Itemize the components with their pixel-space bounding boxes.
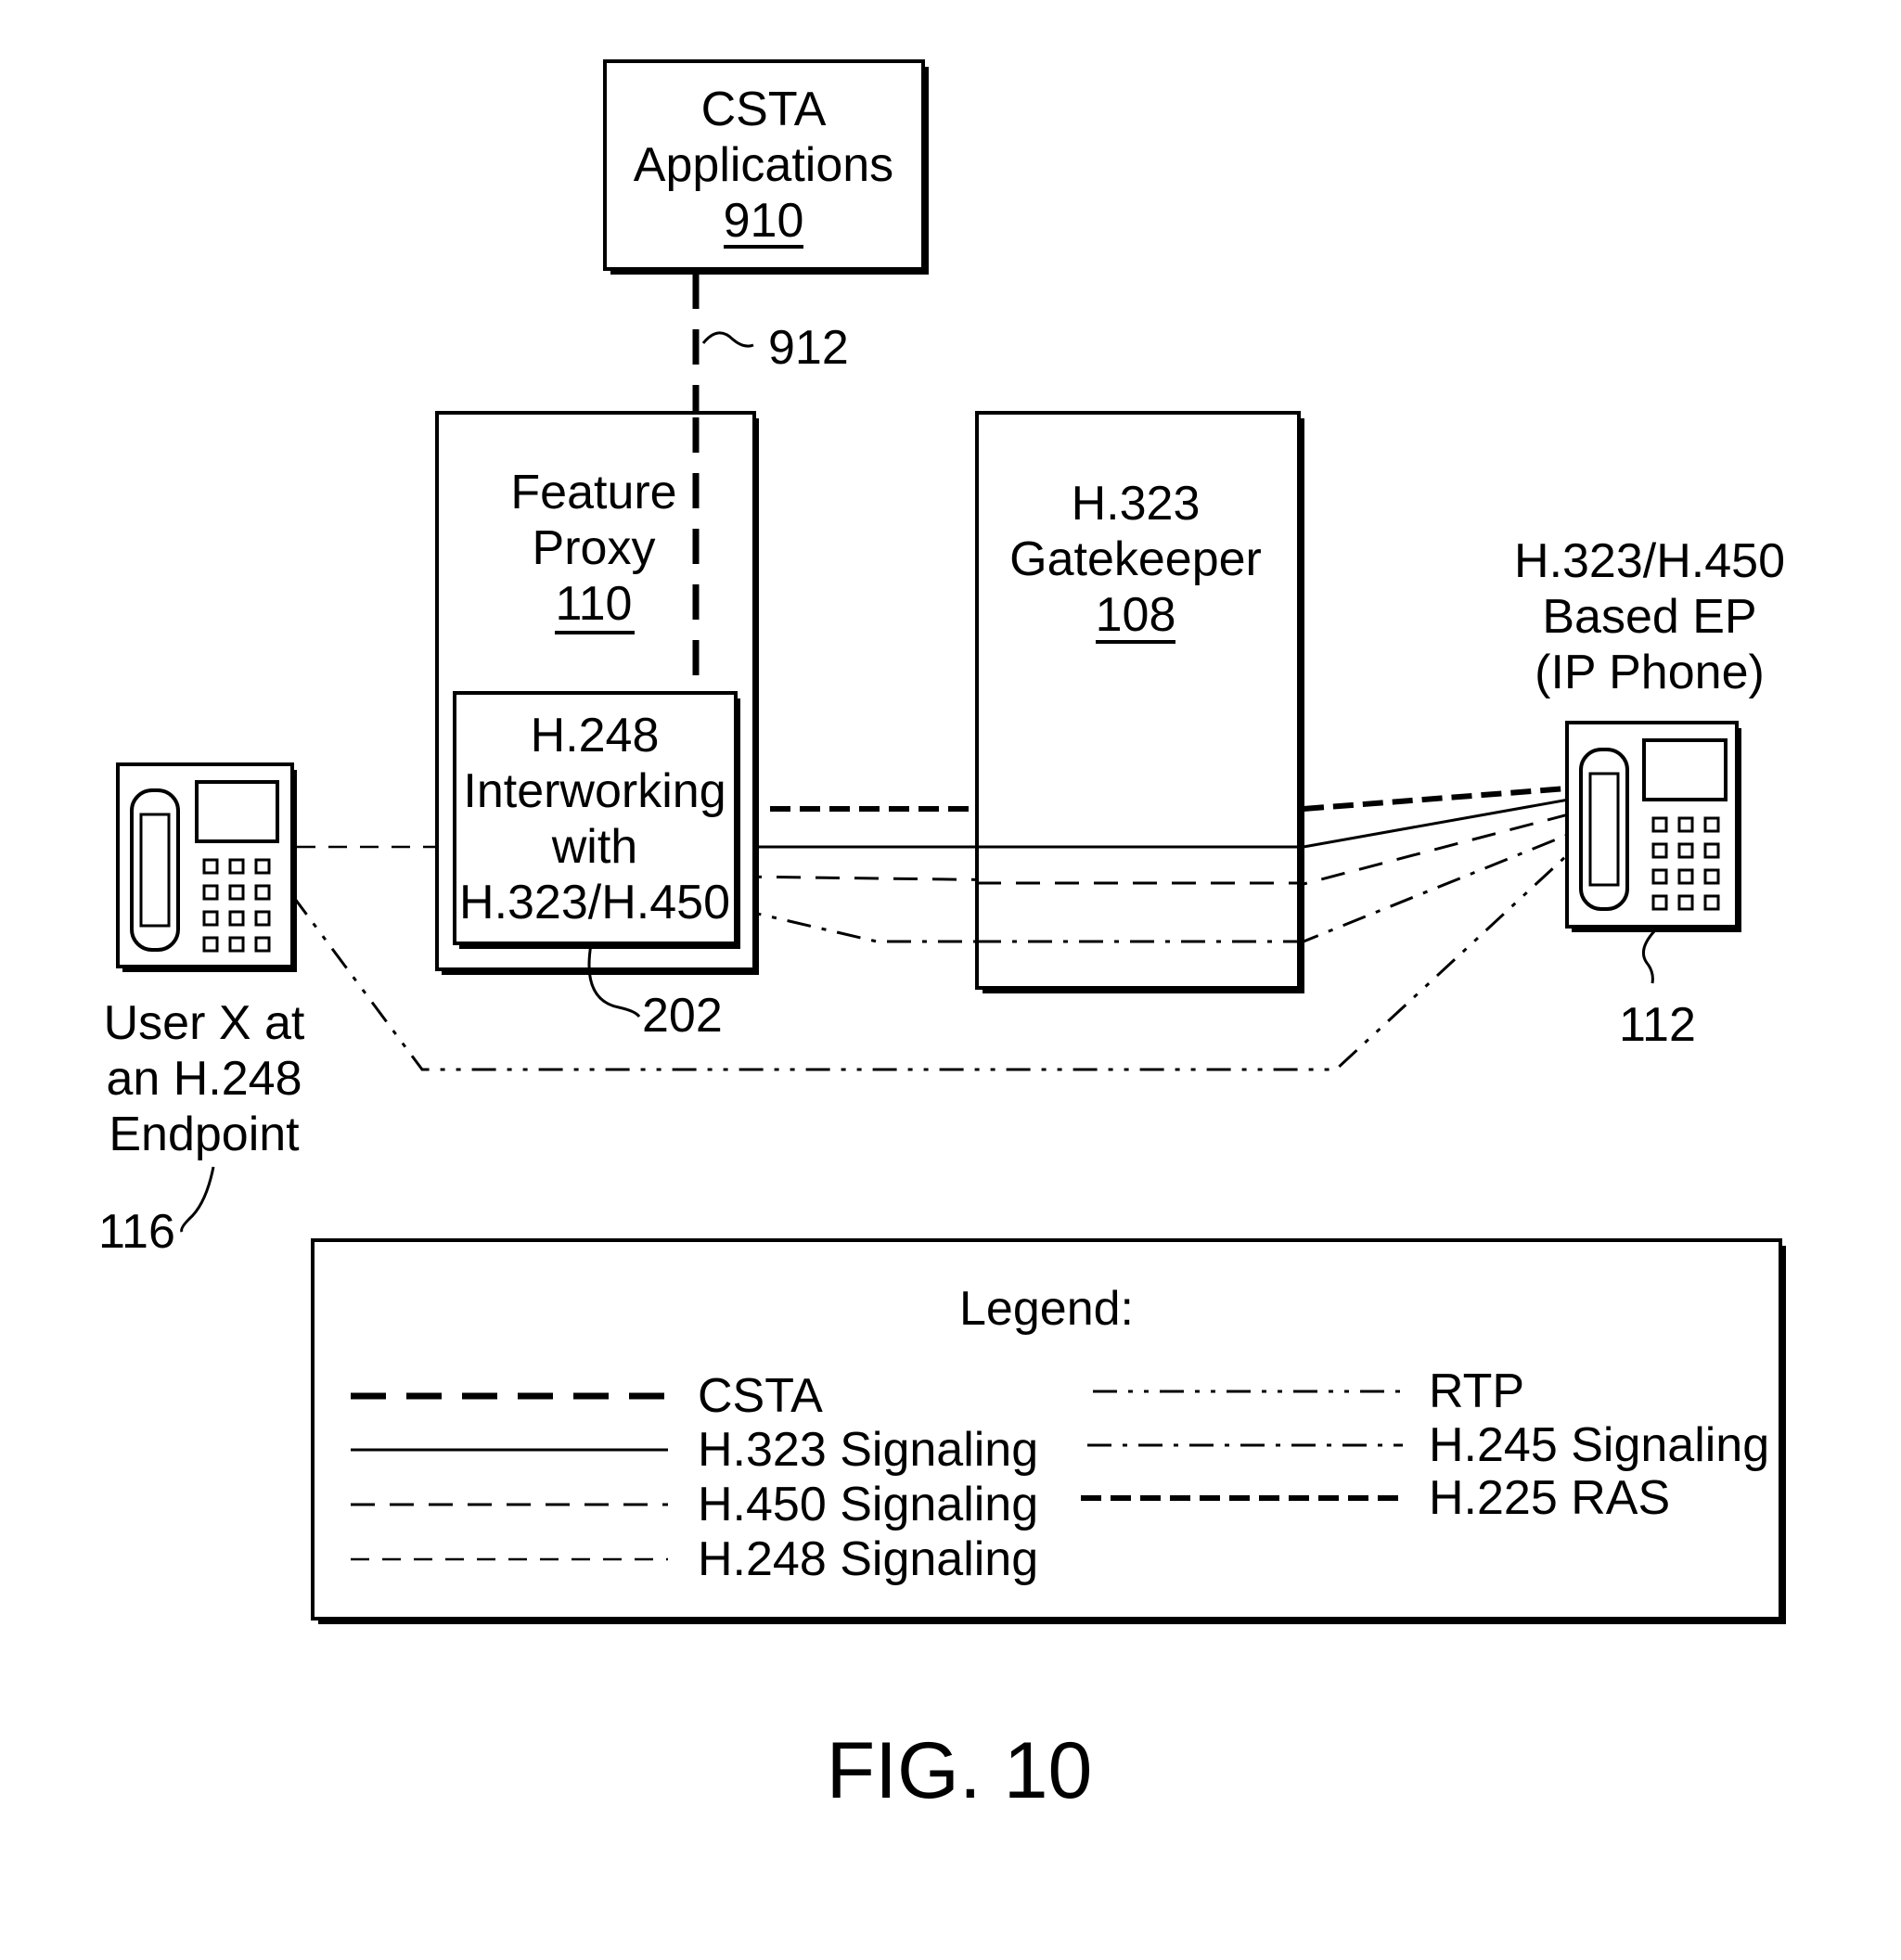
legend: Legend: CSTA H.323 Signaling H.450 Signa… [313, 1240, 1786, 1624]
gatekeeper-line-2: Gatekeeper [1009, 532, 1262, 586]
ip-phone-label: H.323/H.450 Based EP (IP Phone) [1514, 534, 1785, 699]
legend-label-h225: H.225 RAS [1429, 1471, 1670, 1525]
callout-116-label: 116 [98, 1205, 175, 1259]
ip-phone-line-1: H.323/H.450 [1514, 534, 1785, 588]
legend-label-h323: H.323 Signaling [698, 1423, 1038, 1477]
h248-endpoint-line-2: an H.248 [106, 1052, 302, 1106]
callout-112-label: 112 [1619, 998, 1696, 1052]
legend-label-h450: H.450 Signaling [698, 1478, 1038, 1531]
h248-endpoint-line-3: Endpoint [109, 1108, 300, 1161]
legend-title: Legend: [959, 1282, 1134, 1336]
legend-label-h245: H.245 Signaling [1429, 1418, 1769, 1472]
callout-202-label: 202 [642, 989, 723, 1043]
gatekeeper-box[interactable]: H.323 Gatekeeper 108 [977, 413, 1304, 993]
h248-endpoint-label: User X at an H.248 Endpoint [104, 996, 305, 1161]
feature-proxy-ref: 110 [556, 577, 633, 631]
desk-phone-icon[interactable] [1567, 723, 1741, 932]
csta-applications-line-1: CSTA [701, 83, 827, 136]
legend-label-h248: H.248 Signaling [698, 1532, 1038, 1586]
legend-label-rtp: RTP [1429, 1364, 1524, 1418]
figure-label: FIG. 10 [827, 1726, 1093, 1815]
interworking-line-3: with [551, 820, 637, 874]
callout-912: 912 [703, 321, 849, 375]
callout-912-label: 912 [768, 321, 849, 375]
desk-phone-icon[interactable] [118, 764, 297, 972]
csta-applications-box[interactable]: CSTA Applications 910 [605, 61, 929, 275]
feature-proxy-line-2: Proxy [533, 521, 656, 575]
ip-phone-line-2: Based EP [1542, 590, 1756, 644]
ip-phone-line-3: (IP Phone) [1535, 646, 1765, 699]
gatekeeper-ref: 108 [1096, 588, 1176, 642]
callout-112: 112 [1619, 931, 1696, 1052]
csta-applications-line-2: Applications [634, 138, 893, 192]
gatekeeper-line-1: H.323 [1072, 477, 1201, 531]
csta-applications-ref: 910 [724, 194, 804, 248]
callout-116: 116 [98, 1167, 213, 1259]
legend-label-csta: CSTA [698, 1369, 823, 1423]
interworking-box[interactable]: H.248 Interworking with H.323/H.450 [455, 693, 740, 949]
feature-proxy-line-1: Feature [510, 466, 676, 519]
h248-endpoint-line-1: User X at [104, 996, 305, 1050]
interworking-line-1: H.248 [531, 709, 660, 762]
interworking-line-2: Interworking [463, 764, 726, 818]
interworking-line-4: H.323/H.450 [459, 876, 730, 929]
